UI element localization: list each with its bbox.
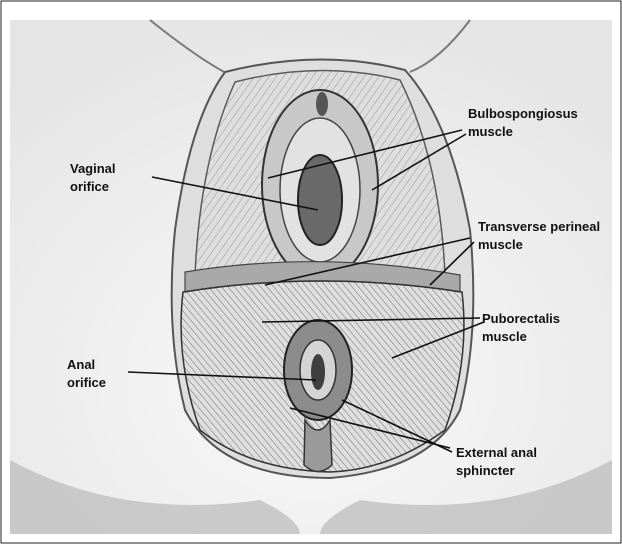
label-puborectalis: Puborectalis muscle [482, 310, 560, 346]
label-external-anal-sphincter: External anal sphincter [456, 444, 537, 480]
label-vaginal-orifice: Vaginal orifice [70, 160, 116, 196]
label-anal-orifice-line2: orifice [67, 374, 106, 392]
label-transverse-perineal: Transverse perineal muscle [478, 218, 600, 254]
clitoris-shape [316, 92, 328, 116]
label-transverse-perineal-line1: Transverse perineal [478, 218, 600, 236]
label-anal-orifice-line1: Anal [67, 356, 106, 374]
label-bulbospongiosus-line2: muscle [468, 123, 578, 141]
label-anal-orifice: Anal orifice [67, 356, 106, 392]
label-puborectalis-line1: Puborectalis [482, 310, 560, 328]
anal-orifice-shape [311, 354, 325, 390]
label-external-anal-sphincter-line2: sphincter [456, 462, 537, 480]
label-bulbospongiosus-line1: Bulbospongiosus [468, 105, 578, 123]
label-transverse-perineal-line2: muscle [478, 236, 600, 254]
label-bulbospongiosus: Bulbospongiosus muscle [468, 105, 578, 141]
label-external-anal-sphincter-line1: External anal [456, 444, 537, 462]
label-vaginal-orifice-line1: Vaginal [70, 160, 116, 178]
label-puborectalis-line2: muscle [482, 328, 560, 346]
label-vaginal-orifice-line2: orifice [70, 178, 116, 196]
